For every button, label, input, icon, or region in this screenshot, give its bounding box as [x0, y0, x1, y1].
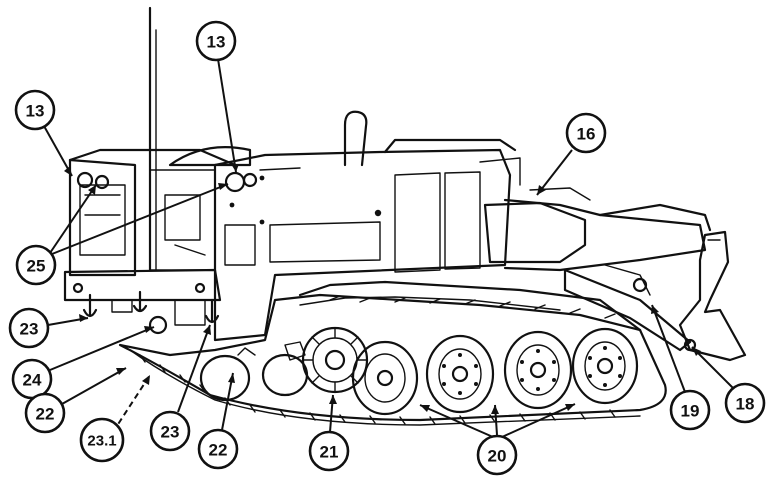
callout-label: 21	[320, 443, 339, 462]
callout-label: 19	[681, 402, 700, 421]
track-assembly	[118, 280, 667, 426]
callout-23-1: 23.1	[79, 417, 125, 463]
callout-22-left: 22	[24, 392, 66, 434]
callout-label: 22	[36, 405, 55, 424]
callout-20: 20	[476, 434, 518, 476]
vehicle-illustration	[63, 6, 747, 426]
rear-idler-wheels	[199, 341, 309, 402]
callout-23-bottom: 23	[149, 410, 191, 452]
callout-18: 18	[724, 382, 766, 424]
callout-25: 25	[15, 244, 57, 286]
callouts: 13 13 16 25 23 24 22 23.1	[8, 20, 766, 476]
callout-label: 23.1	[87, 433, 116, 450]
callout-label: 23	[20, 320, 39, 339]
callout-22-bottom: 22	[197, 428, 239, 470]
callout-label: 13	[26, 102, 45, 121]
callout-label: 22	[209, 441, 228, 460]
callout-21: 21	[308, 430, 350, 472]
callout-label: 25	[27, 257, 46, 276]
road-wheel-2	[425, 334, 495, 414]
road-wheel-1	[351, 340, 419, 416]
callout-label: 24	[23, 371, 42, 390]
callout-23-left: 23	[8, 307, 50, 349]
main-hull	[213, 110, 521, 342]
callout-label: 16	[577, 125, 596, 144]
callout-13-rear-light: 13	[14, 89, 56, 131]
road-wheel-3	[503, 330, 573, 410]
callout-label: 18	[736, 395, 755, 414]
leader-lines	[43, 58, 734, 438]
front-blade-assembly	[483, 187, 747, 362]
callout-13-upper-light: 13	[195, 20, 237, 62]
drive-sprocket	[301, 326, 369, 394]
callout-label: 13	[207, 33, 226, 52]
callout-19: 19	[669, 389, 711, 431]
callout-24: 24	[11, 358, 53, 400]
callout-label: 20	[488, 447, 507, 466]
rear-cab	[68, 146, 252, 277]
road-wheel-4	[571, 327, 639, 405]
rear-bumper	[63, 268, 222, 335]
callout-label: 23	[161, 423, 180, 442]
callout-16: 16	[565, 112, 607, 154]
